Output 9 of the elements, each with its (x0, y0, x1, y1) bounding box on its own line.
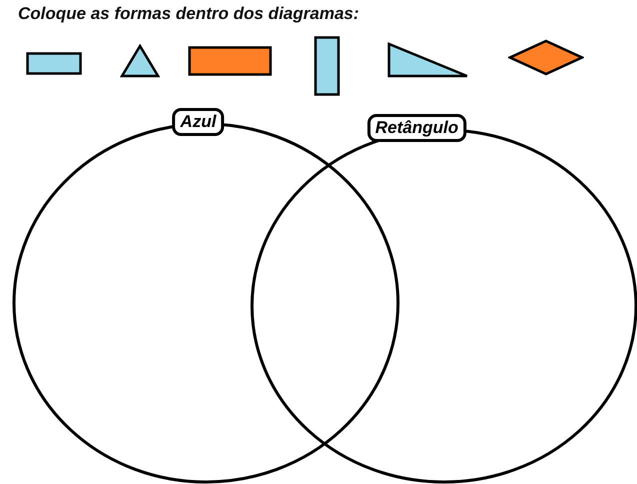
set-label: Azul (172, 108, 224, 136)
instruction-title: Coloque as formas dentro dos diagramas: (18, 4, 360, 24)
rectangle-shape (188, 46, 272, 76)
triangle-shape (387, 42, 469, 78)
triangle-shape (120, 44, 160, 78)
rectangle-shape (26, 52, 82, 75)
set-label: Retângulo (367, 114, 466, 142)
diamond-shape (508, 39, 584, 76)
rectangle-shape (314, 36, 340, 96)
